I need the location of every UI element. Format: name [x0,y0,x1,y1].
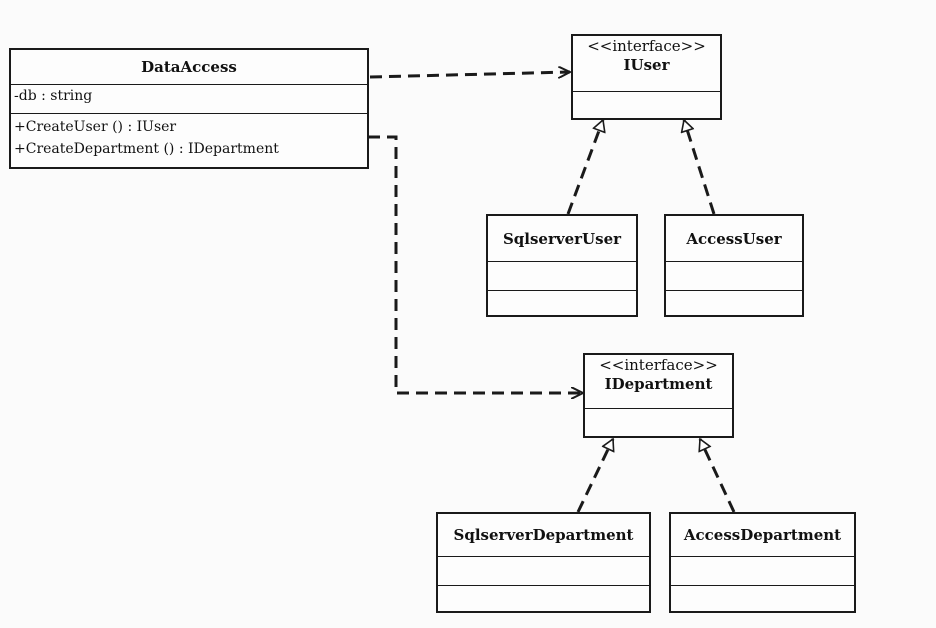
interface-idepartment: <<interface>> IDepartment [583,353,734,438]
interface-iuser: <<interface>> IUser [571,34,722,120]
class-name: AccessDepartment [683,526,842,544]
attribute-db: -db : string [14,88,93,104]
attributes-section: -db : string [11,84,367,113]
class-name: SqlserverDepartment [453,526,634,544]
class-name: AccessUser [686,229,782,248]
empty-section [671,556,854,585]
empty-section [488,261,636,290]
class-name: DataAccess [141,58,237,76]
dependency-arrow-iuser [369,72,570,79]
class-dataaccess: DataAccess -db : string +CreateUser () :… [9,48,369,169]
realization-sqlserveruser-iuser [566,120,603,215]
stereotype-label: <<interface>> [599,356,718,374]
realization-accessdepartment-idepartment [700,439,736,513]
operation-createuser: +CreateUser () : IUser [14,119,177,135]
stereotype-label: <<interface>> [587,37,706,55]
empty-section [666,261,802,290]
empty-section [671,585,854,611]
empty-section [666,290,802,315]
operation-createdepartment: +CreateDepartment () : IDepartment [14,141,279,157]
class-name: IUser [623,56,670,74]
empty-section [573,91,720,118]
class-accessdepartment: AccessDepartment [669,512,856,613]
dependency-arrow-idepartment [368,135,583,393]
empty-section [438,585,649,611]
class-name: IDepartment [604,375,713,393]
empty-section [488,290,636,315]
class-sqlserverdepartment: SqlserverDepartment [436,512,651,613]
realization-accessuser-iuser [684,120,716,215]
empty-section [585,408,732,436]
class-sqlserveruser: SqlserverUser [486,214,638,317]
class-accessuser: AccessUser [664,214,804,317]
empty-section [438,556,649,585]
class-name: SqlserverUser [502,229,622,248]
realization-sqlserverdepartment-idepartment [576,439,613,513]
operations-section: +CreateUser () : IUser +CreateDepartment… [11,113,367,167]
